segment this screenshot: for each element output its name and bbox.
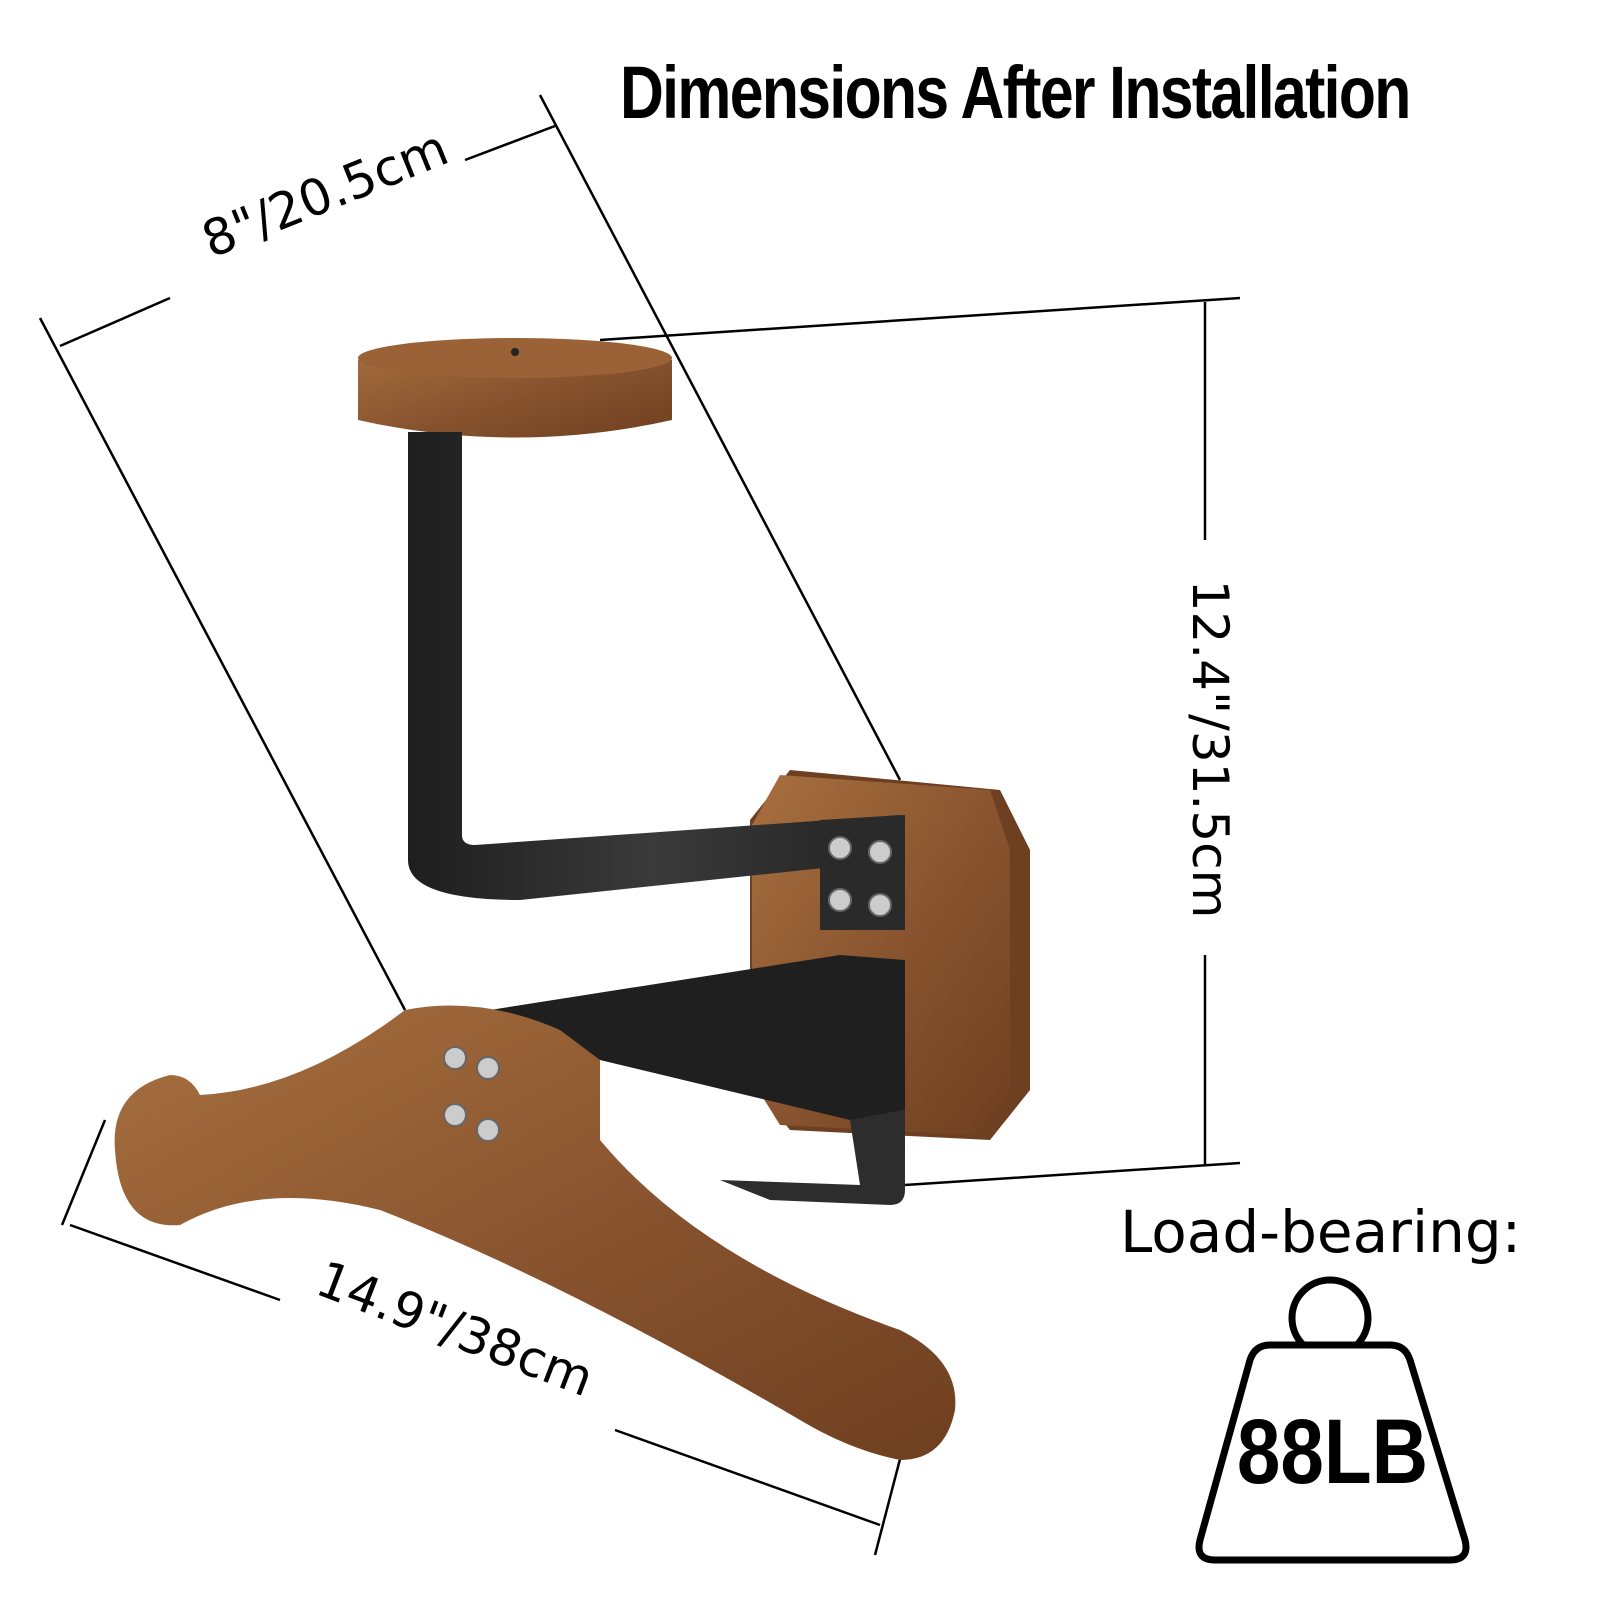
length-extension-left [60,1119,107,1226]
width-extension-right [538,94,902,781]
headphone-rest-disc [358,338,672,438]
base-screws [443,1046,500,1142]
width-extension-left [38,317,407,1011]
height-extension-bottom [904,1161,1241,1187]
dimension-lines [38,94,1241,1556]
base-arm [114,1005,956,1460]
weight-icon [1195,1276,1470,1564]
height-dimension-label: 12.4"/31.5cm [1181,579,1239,919]
lower-bracket [490,955,905,1120]
weight-value: 88LB [1236,1401,1429,1503]
load-bearing-label: Load-bearing: [1120,1198,1522,1266]
page-title: Dimensions After Installation [620,51,1411,134]
plate-screws [828,836,892,917]
height-extension-top [599,296,1241,342]
